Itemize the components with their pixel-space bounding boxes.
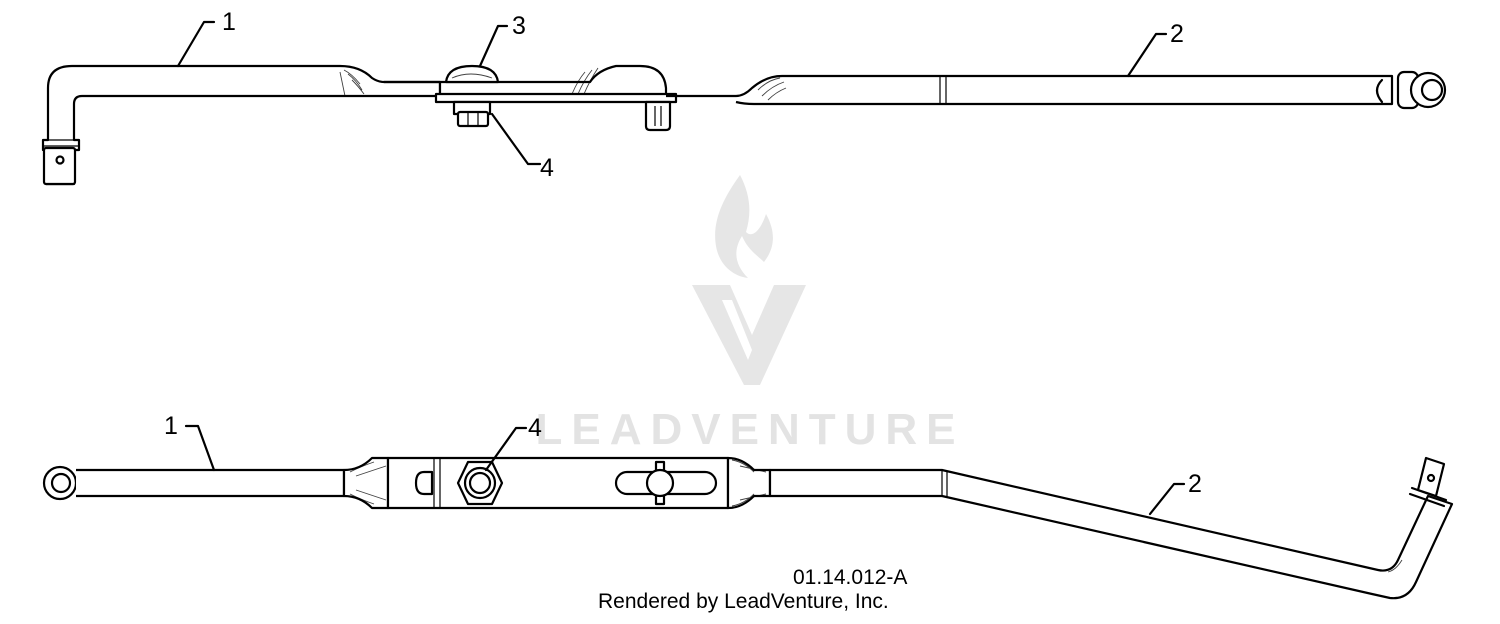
leadventure-watermark: LEADVENTURE <box>535 175 964 454</box>
bottom-callout-4: 4 <box>528 414 542 442</box>
bottom-rod-1 <box>42 456 390 510</box>
top-slide-clip <box>644 100 672 132</box>
bottom-slide-clip <box>645 460 675 506</box>
bottom-center-bracket <box>386 456 730 510</box>
rendered-by-credit: Rendered by LeadVenture, Inc. <box>598 590 889 613</box>
top-hex-nut <box>452 100 492 128</box>
bottom-rod-2 <box>726 456 1454 600</box>
watermark-brand-text: LEADVENTURE <box>535 405 964 454</box>
bottom-callout-1: 1 <box>164 412 178 440</box>
top-callout-2: 2 <box>1170 20 1184 48</box>
v-logo-icon <box>692 285 806 385</box>
bottom-hex-nut <box>456 460 504 506</box>
top-callout-4: 4 <box>540 154 554 182</box>
top-callout-leaders <box>176 20 1168 166</box>
top-rod-1 <box>41 64 442 186</box>
flame-logo-icon <box>715 175 773 278</box>
diagram-id: 01.14.012-A <box>793 566 907 589</box>
top-view-assembly: 1 3 2 4 <box>41 8 1447 186</box>
top-callout-3: 3 <box>512 12 526 40</box>
top-carriage-bolt <box>444 64 500 84</box>
top-center-plate <box>384 64 678 104</box>
top-rod-2 <box>666 70 1447 110</box>
top-callout-1: 1 <box>222 8 236 36</box>
bottom-callout-2: 2 <box>1188 470 1202 498</box>
bottom-view-assembly: 1 4 2 <box>42 412 1454 600</box>
bottom-callout-leaders <box>184 424 1186 516</box>
